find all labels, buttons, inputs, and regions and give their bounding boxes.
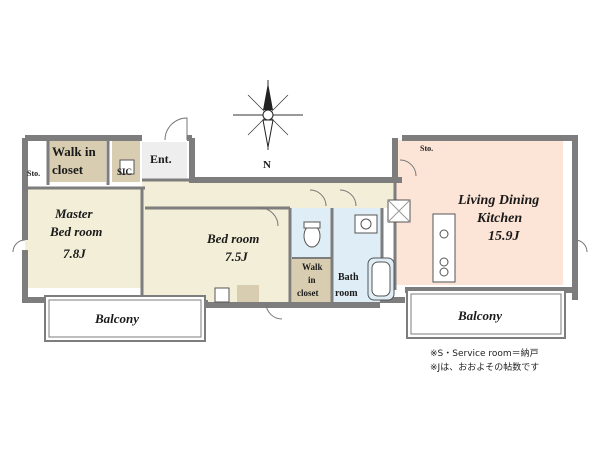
- balcony-right: [406, 289, 566, 339]
- entrance-label: Ent.: [150, 152, 172, 166]
- master-bedroom-size: 7.8J: [63, 246, 86, 261]
- walk-in-closet-master-label-2: closet: [52, 162, 84, 177]
- ldk-label-2: Kitchen: [476, 211, 522, 226]
- sic-label: SIC: [117, 167, 132, 177]
- bedroom-size: 7.5J: [225, 249, 248, 264]
- north-label: N: [263, 159, 271, 171]
- note-service-room: ※S・Service room＝納戸: [430, 347, 539, 359]
- balcony-left-label: Balcony: [94, 311, 139, 326]
- walk-in-closet-master-label-1: Walk in: [52, 144, 96, 159]
- sto-left-label: Sto.: [27, 169, 40, 178]
- door-swings: [12, 117, 588, 320]
- walls: [22, 135, 578, 308]
- compass-rose-icon: [233, 80, 303, 150]
- balcony-left: [44, 295, 206, 342]
- ldk-size: 15.9J: [488, 229, 521, 244]
- master-bedroom-label-1: Master: [54, 206, 94, 221]
- walk-in-closet-small-label-2: in: [308, 275, 316, 285]
- walk-in-closet-small-label-1: Walk: [302, 262, 323, 272]
- ldk-label-1: Living Dining: [457, 193, 539, 208]
- fixtures: [119, 159, 456, 303]
- bedroom-label: Bed room: [206, 231, 259, 246]
- bath-label-1: Bath: [338, 272, 359, 283]
- balcony-right-label: Balcony: [457, 308, 502, 323]
- note-j-unit: ※Jは、おおよその帖数です: [430, 361, 539, 373]
- walk-in-closet-small-label-3: closet: [297, 288, 319, 298]
- master-bedroom-label-2: Bed room: [49, 224, 102, 239]
- sto-right-label: Sto.: [420, 144, 433, 153]
- bath-label-2: room: [335, 288, 358, 299]
